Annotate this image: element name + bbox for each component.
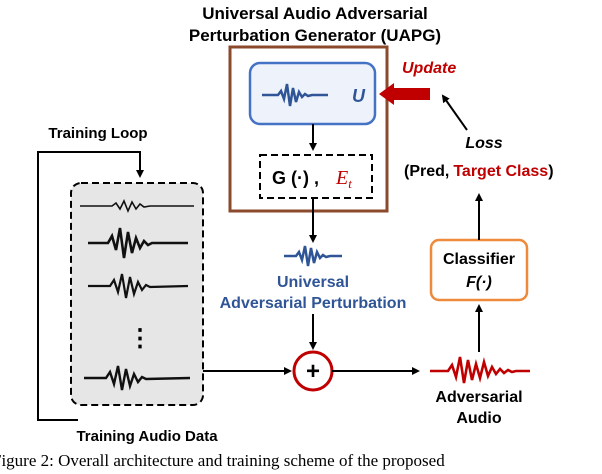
- g-label: G (·) ,: [272, 168, 319, 188]
- training-data-label: Training Audio Data: [76, 428, 218, 445]
- training-waveform-2: [88, 227, 188, 259]
- training-data-panel: [70, 182, 204, 406]
- loss-target-class: Target Class: [453, 163, 548, 180]
- update-arrow: [379, 83, 430, 105]
- loss-formula: (Pred,Target Class): [404, 163, 554, 180]
- loss-pred: (Pred,: [404, 163, 449, 180]
- update-label: Update: [402, 60, 456, 77]
- classifier-label-line1: Classifier: [443, 251, 515, 268]
- uapg-title-line1: Universal Audio Adversarial: [202, 4, 428, 23]
- e-label: Et: [335, 167, 352, 191]
- adversarial-waveform: [430, 356, 530, 384]
- u-label: U: [352, 86, 366, 106]
- plus-symbol: +: [306, 358, 320, 385]
- training-ellipsis: ⋮: [128, 325, 152, 352]
- loss-label: Loss: [465, 135, 502, 152]
- classifier-label-line2: F(·): [466, 274, 492, 291]
- uapg-title-line2: Perturbation Generator (UAPG): [189, 26, 441, 45]
- training-waveform-3: [88, 273, 189, 299]
- g-box: [259, 154, 373, 199]
- adversarial-label-line2: Audio: [456, 410, 502, 427]
- training-waveform-1: [80, 199, 194, 214]
- training-loop-path: [37, 151, 144, 421]
- u-waveform: [262, 83, 328, 107]
- training-waveform-4: [84, 365, 191, 391]
- loss-close: ): [548, 163, 553, 180]
- perturbation-label-line1: Universal: [277, 274, 349, 291]
- adversarial-label-line1: Adversarial: [435, 389, 522, 406]
- training-waveforms: ⋮: [80, 199, 194, 391]
- uapg-box: [228, 45, 389, 213]
- figure-caption: Figure 2: Overall architecture and train…: [0, 451, 445, 470]
- perturbation-label-line2: Adversarial Perturbation: [220, 295, 407, 312]
- training-loop-label: Training Loop: [48, 125, 147, 142]
- classifier-box: [429, 238, 529, 302]
- perturbation-waveform: [284, 245, 342, 267]
- arrow-loss-to-update: [441, 94, 468, 131]
